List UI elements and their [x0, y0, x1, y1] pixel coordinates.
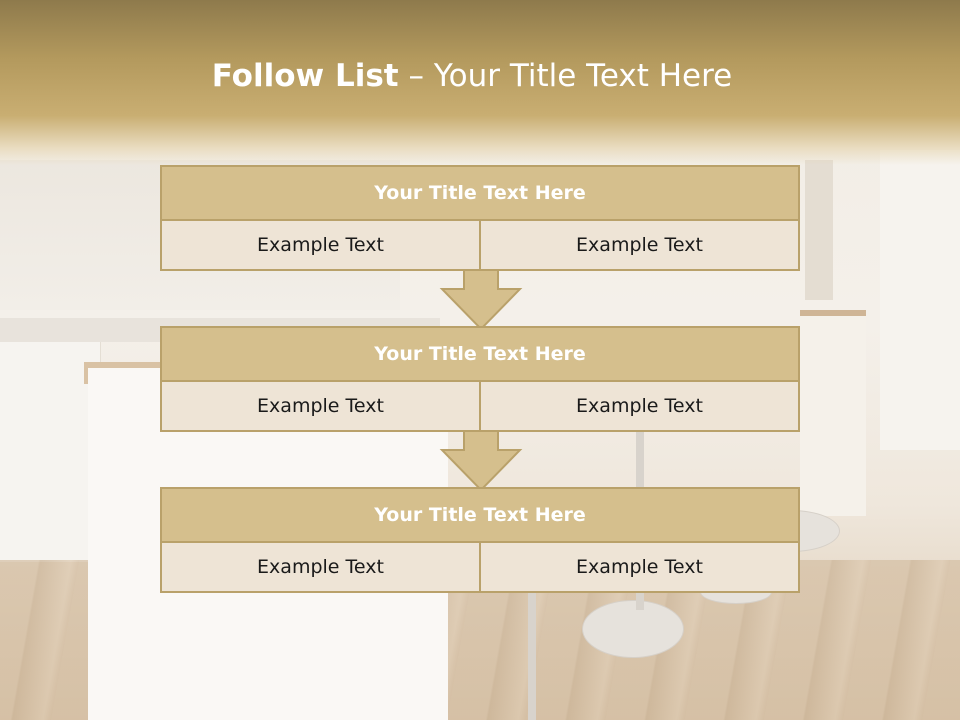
block-title: Your Title Text Here [160, 165, 800, 221]
block-cell-left: Example Text [160, 221, 481, 271]
block-title: Your Title Text Here [160, 326, 800, 382]
block-cell-right: Example Text [479, 221, 800, 271]
page-title-rest: – Your Title Text Here [398, 58, 733, 94]
background-right-wall [880, 150, 960, 450]
background-oven [805, 160, 833, 300]
background-bench [800, 316, 866, 516]
background-stool-pole [528, 590, 536, 720]
down-arrow-icon [439, 430, 523, 492]
block-cell-right: Example Text [479, 382, 800, 432]
block-cell-left: Example Text [160, 543, 481, 593]
block-row: Example Text Example Text [160, 543, 800, 593]
block-row: Example Text Example Text [160, 382, 800, 432]
page-title-bold: Follow List [211, 58, 399, 94]
page-title: Follow List – Your Title Text Here [0, 56, 944, 96]
background-stool-base [582, 600, 684, 658]
block-title: Your Title Text Here [160, 487, 800, 543]
list-block-1: Your Title Text Here Example Text Exampl… [160, 165, 800, 271]
block-cell-left: Example Text [160, 382, 481, 432]
list-block-3: Your Title Text Here Example Text Exampl… [160, 487, 800, 593]
header-band [0, 0, 960, 165]
block-cell-right: Example Text [479, 543, 800, 593]
down-arrow-icon [439, 269, 523, 331]
block-row: Example Text Example Text [160, 221, 800, 271]
list-block-2: Your Title Text Here Example Text Exampl… [160, 326, 800, 432]
